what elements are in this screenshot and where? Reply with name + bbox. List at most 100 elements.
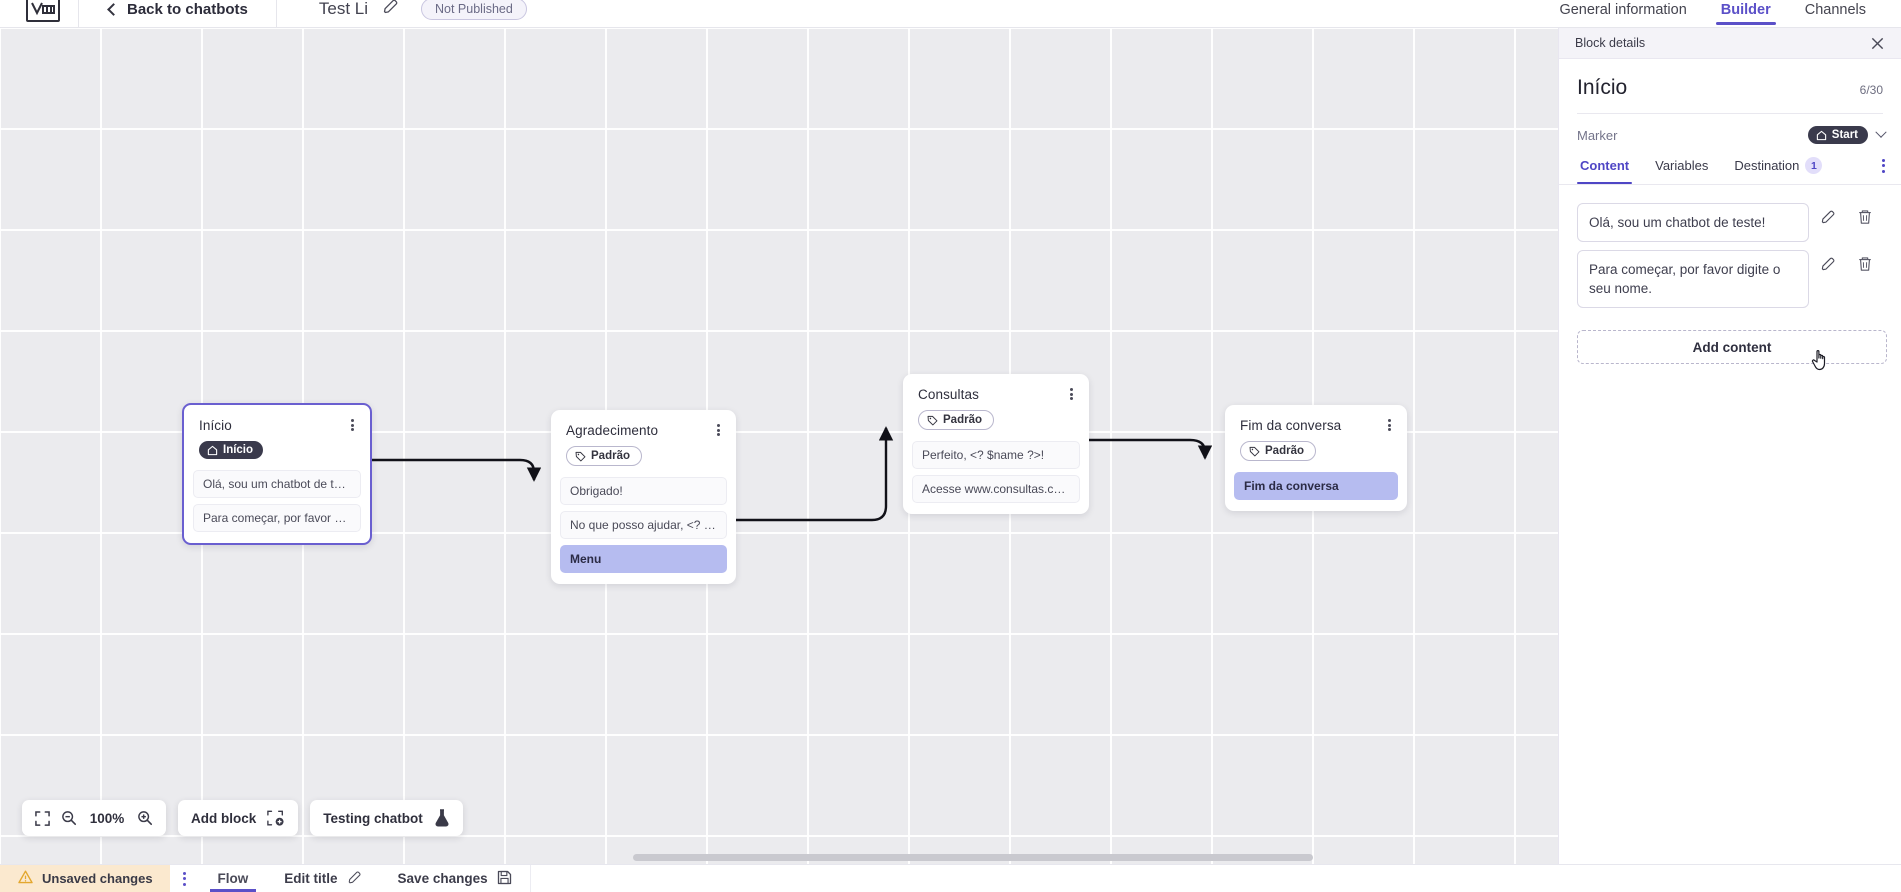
pencil-icon[interactable] [382,0,399,20]
flow-canvas[interactable]: Início Início Olá, sou um chatbot de tes… [0,28,1558,864]
edge-inicio-agradecimento [372,458,542,482]
block-details-panel: Block details Início 6/30 Marker [1558,28,1901,864]
node-message[interactable]: No que posso ajudar, <? $name ... [560,511,727,539]
home-icon [1816,130,1826,140]
canvas-toolbar: 100% Add block [22,800,463,836]
node-header: Consultas Padrão [903,374,1089,441]
zoom-out-icon[interactable] [61,810,77,826]
content-text[interactable]: Olá, sou um chatbot de teste! [1577,203,1809,243]
content-item: Olá, sou um chatbot de teste! [1577,203,1887,243]
node-message[interactable]: Perfeito, <? $name ?>! [912,441,1080,469]
tab-general-information[interactable]: General information [1559,2,1687,18]
back-to-chatbots-button[interactable]: Back to chatbots [107,1,248,18]
save-icon [497,870,512,888]
testing-chatbot-button[interactable]: Testing chatbot [310,800,463,836]
marker-select[interactable]: Start [1807,126,1887,144]
kebab-menu-icon[interactable] [710,422,726,438]
tab-builder[interactable]: Builder [1704,0,1788,25]
bottom-tab-flow[interactable]: Flow [200,865,267,892]
marker-badge: Start [1807,126,1868,144]
node-message[interactable]: Acesse www.consultas.com par... [912,475,1080,503]
close-icon[interactable] [1870,36,1885,51]
node-body: Fim da conversa [1225,472,1407,511]
chevron-down-icon [1875,126,1887,138]
node-title: Consultas [918,387,979,402]
scrollbar-thumb[interactable] [633,854,1313,861]
node-message[interactable]: Olá, sou um chatbot de teste! [193,470,361,498]
back-to-chatbots-label: Back to chatbots [127,1,248,18]
tab-variables[interactable]: Variables [1642,158,1721,183]
pencil-icon[interactable] [1809,203,1846,225]
tab-content-label: Content [1580,158,1630,173]
chatbot-name: Test Li [318,0,368,18]
add-content-button[interactable]: Add content [1577,330,1887,365]
kebab-menu-icon[interactable] [1063,386,1079,402]
pencil-icon [347,870,362,888]
tab-variables-label: Variables [1655,158,1709,173]
trash-icon[interactable] [1846,203,1883,225]
panel-title-row: Início 6/30 [1559,59,1901,100]
node-title: Agradecimento [566,423,659,438]
node-message[interactable]: Obrigado! [560,477,727,505]
marker-row: Marker Start [1559,114,1901,144]
bottom-bar: Unsaved changes Flow Edit title Save cha… [0,864,1901,892]
tab-destination[interactable]: Destination 1 [1721,157,1835,184]
node-body: Perfeito, <? $name ?>! Acesse www.consul… [903,441,1089,514]
page-title: Início [1577,76,1628,99]
node-title: Início [199,418,232,433]
flask-icon [434,809,450,827]
node-title: Fim da conversa [1240,418,1342,433]
zoom-controls: 100% [22,800,166,836]
node-badge-label: Padrão [591,450,630,462]
add-block-button[interactable]: Add block [178,800,299,836]
edit-title-button[interactable]: Edit title [266,865,379,892]
fit-screen-icon[interactable] [35,810,50,826]
edge-agradecimento-consultas [736,426,894,522]
unsaved-changes-status: Unsaved changes [0,865,170,892]
tag-icon [927,415,938,425]
node-marker-badge: Início [199,441,264,459]
kebab-menu-icon[interactable] [344,417,360,433]
toolbar-divider [78,0,79,27]
divider [1577,113,1883,114]
kebab-menu-icon[interactable] [170,865,200,892]
testing-chatbot-label: Testing chatbot [323,810,423,826]
tab-content[interactable]: Content [1577,158,1642,184]
flow-node-inicio[interactable]: Início Início Olá, sou um chatbot de tes… [182,403,372,545]
canvas-horizontal-scrollbar[interactable] [0,852,1558,864]
publish-status-badge: Not Published [421,0,527,20]
kebab-menu-icon[interactable] [1381,417,1397,433]
save-changes-button[interactable]: Save changes [380,865,530,892]
node-marker-badge: Padrão [566,446,642,466]
node-badge-label: Padrão [943,414,982,426]
content-list: Olá, sou um chatbot de teste! [1559,185,1901,309]
pencil-icon[interactable] [1809,250,1846,272]
tab-channels[interactable]: Channels [1804,2,1866,18]
zoom-in-icon[interactable] [137,810,153,826]
flow-node-agradecimento[interactable]: Agradecimento Padrão Obrigado! No que po… [551,410,736,584]
tag-icon [1249,446,1260,456]
flow-node-fim-da-conversa[interactable]: Fim da conversa Padrão Fim da conversa [1225,405,1407,511]
bottom-tab-flow-label: Flow [217,871,249,886]
node-body: Olá, sou um chatbot de teste! Para começ… [184,470,370,543]
block-counter: 6/30 [1859,83,1883,97]
app-logo-icon[interactable] [26,0,60,22]
node-header: Fim da conversa Padrão [1225,405,1407,472]
node-message-accent[interactable]: Menu [560,545,727,573]
trash-icon[interactable] [1846,250,1883,272]
destination-count-badge: 1 [1805,157,1823,174]
kebab-menu-icon[interactable] [1882,158,1885,183]
marker-value: Start [1831,129,1858,141]
tag-icon [575,451,586,461]
content-text[interactable]: Para começar, por favor digite o seu nom… [1577,250,1809,309]
node-message[interactable]: Para começar, por favor digite o ... [193,504,361,532]
top-bar: Back to chatbots Test Li Not Published G… [0,0,1901,28]
edge-consultas-fim [1089,438,1213,460]
node-badge-label: Padrão [1265,445,1304,457]
flow-node-consultas[interactable]: Consultas Padrão Perfeito, <? $name ?>! … [903,374,1089,514]
node-header: Início Início [184,405,370,470]
unsaved-changes-label: Unsaved changes [42,871,153,886]
node-message-accent[interactable]: Fim da conversa [1234,472,1398,500]
bottom-bar-filler [529,865,1901,892]
